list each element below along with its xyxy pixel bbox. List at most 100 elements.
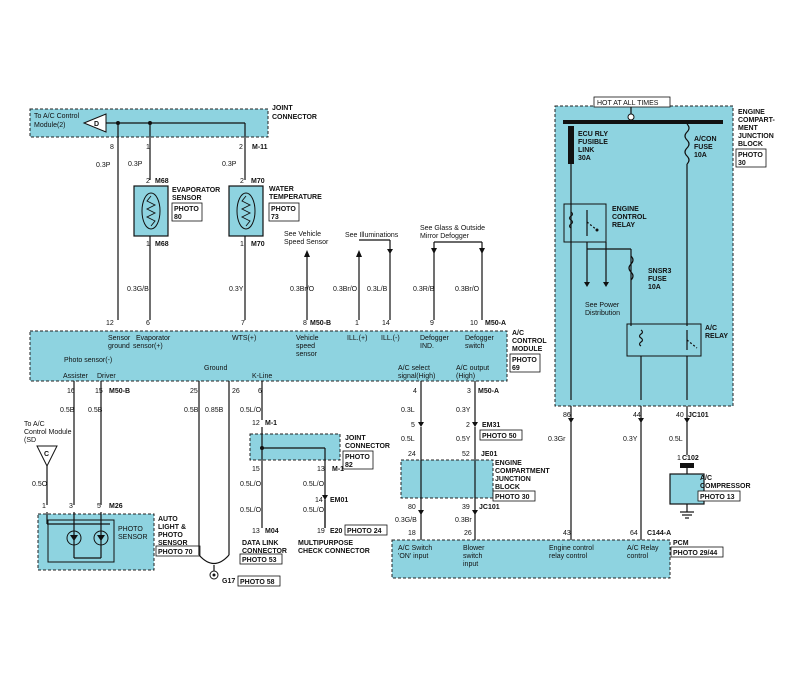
acm-bot-pin: 15 (95, 388, 103, 395)
engine-compartment-junction-block-mid (400, 459, 494, 499)
ecjb-right-photo-num: 30 (738, 160, 746, 167)
snsr3-fuse-icon (628, 255, 634, 281)
evap-title: EVAPORATOR (172, 187, 220, 194)
ecjb-right-title-4: JUNCTION (738, 133, 774, 140)
acm-pin: 14 (382, 320, 390, 327)
ground-g17-label: G17 (222, 578, 235, 585)
ecu-rly-label-4: 30A (578, 155, 591, 162)
je01-pin-24: 24 (408, 451, 416, 458)
em31-conn: EM31 (482, 422, 500, 429)
dlc-title-2: CONNECTOR (242, 548, 287, 555)
acm-pin: 12 (106, 320, 114, 327)
wire-0.3y: 0.3Y (456, 407, 471, 414)
jc82-conn-top: M-1 (265, 420, 277, 427)
jc-pin-2: 2 (239, 144, 243, 151)
acm-label: ILL.(-) (381, 335, 400, 342)
evap-pin-top: 2 (146, 178, 150, 185)
ac-control-module (29, 330, 508, 382)
pcm-photo: PHOTO 29/44 (673, 550, 717, 557)
connector-c-arrow-icon (36, 445, 58, 468)
joint-connector-d-label: D (94, 121, 99, 128)
acm-label: sensor (296, 351, 318, 358)
acm-kline-label: K-Line (252, 373, 272, 380)
ecjb-mid-title: ENGINE (495, 460, 522, 467)
acm-ground-label: Ground (204, 365, 227, 372)
acon-fuse-label: A/CON (694, 136, 717, 143)
acm-label: switch (465, 343, 485, 350)
acm-conn-m50b-top: M50-B (310, 320, 331, 327)
ecr-label-3: RELAY (612, 222, 635, 229)
dlc-pin: 13 (252, 528, 260, 535)
water-conn-top: M70 (251, 178, 265, 185)
em31-pin-2: 2 (466, 422, 470, 429)
wire-0.5lo: 0.5L/O (303, 481, 325, 488)
wire-0.3p-c: 0.3P (222, 161, 237, 168)
ecjb-pin-40: 40 (676, 412, 684, 419)
photodiode-icon (70, 535, 78, 541)
acm-label: ground (108, 343, 130, 350)
ecjb-right-photo: PHOTO (738, 152, 763, 159)
to-ac-sd-label-3: (SD (24, 437, 36, 444)
wire-0.3y-water: 0.3Y (229, 286, 244, 293)
water-conn-bot: M70 (251, 241, 265, 248)
jc82-pin-15: 15 (252, 466, 260, 473)
ref-illuminations: See Illuminations (345, 232, 399, 239)
acm-conn-bottom-left: M50-B (109, 388, 130, 395)
jc101-conn-right: JC101 (688, 412, 709, 419)
em01-pin: 14 (315, 497, 323, 504)
to-ac-module-label: To A/C Control (34, 113, 80, 120)
joint-connector-title-2: CONNECTOR (272, 114, 317, 121)
ref-glass-mirror: See Glass & Outside (420, 225, 485, 232)
ecu-rly-label-2: FUSIBLE (578, 139, 608, 146)
ecjb-right-title-3: MENT (738, 125, 759, 132)
pcm-box (391, 539, 671, 579)
wire-0.5lo: 0.5L/O (303, 507, 325, 514)
acm-label: Vehicle (296, 335, 319, 342)
acm-label: ILL.(+) (347, 335, 367, 342)
jc101-pin-80: 80 (408, 504, 416, 511)
photo-sensor-conn: M26 (109, 503, 123, 510)
mpc-title: MULTIPURPOSE (298, 540, 353, 547)
ecjb-mid-title-3: JUNCTION (495, 476, 531, 483)
acm-ac-select-label-2: signal(High) (398, 373, 435, 380)
jc82-conn-bot: M-1 (332, 466, 344, 473)
pcm-label: Blower (463, 545, 485, 552)
evap-pin-bot: 1 (146, 241, 150, 248)
jc-pin-1: 1 (146, 144, 150, 151)
ecjb-right-title: ENGINE (738, 109, 765, 116)
wire-0.5b-ground: 0.5B (184, 407, 199, 414)
evap-photo-num: 80 (174, 214, 182, 221)
acm-label: IND. (420, 343, 434, 350)
evap-conn-bot: M68 (155, 241, 169, 248)
wire-0.5b-driver: 0.5B (88, 407, 103, 414)
wire-0.3rb: 0.3R/B (413, 286, 435, 293)
wire-0.5lo: 0.5L/O (240, 507, 262, 514)
ground-g17-photo: PHOTO 58 (240, 579, 275, 586)
pcm-label: control (627, 553, 648, 560)
jc101-conn-mid: JC101 (479, 504, 500, 511)
ecjb-mid-title-2: COMPARTMENT (495, 468, 550, 475)
acm-photo: PHOTO (512, 357, 537, 364)
acm-label: Defogger (465, 335, 494, 342)
joint-connector-title: JOINT (272, 105, 293, 112)
auto-light-title-2: LIGHT & (158, 524, 186, 531)
acm-driver-label: Driver (97, 373, 116, 380)
acm-ac-output-label-2: (High) (456, 373, 475, 380)
acm-photo-num: 69 (512, 365, 520, 372)
acm-pin: 6 (146, 320, 150, 327)
ecjb-mid-title-4: BLOCK (495, 484, 520, 491)
wire-0.3p-b: 0.3P (128, 161, 143, 168)
jc82-pin-13: 13 (317, 466, 325, 473)
jc-conn-m11: M-11 (252, 144, 268, 151)
acm-pin: 10 (470, 320, 478, 327)
em31-pin-5: 5 (411, 422, 415, 429)
acm-title: A/C (512, 330, 524, 337)
acm-pin: 7 (241, 320, 245, 327)
acm-bot-pin: 26 (232, 388, 240, 395)
wire-0.3bro-vss: 0.3Br/O (290, 286, 315, 293)
wire-0.5l-right: 0.5L (669, 436, 683, 443)
ecjb-right-title-5: BLOCK (738, 141, 763, 148)
connector-c-label: C (44, 451, 49, 458)
pcm-pin-26: 26 (464, 530, 472, 537)
